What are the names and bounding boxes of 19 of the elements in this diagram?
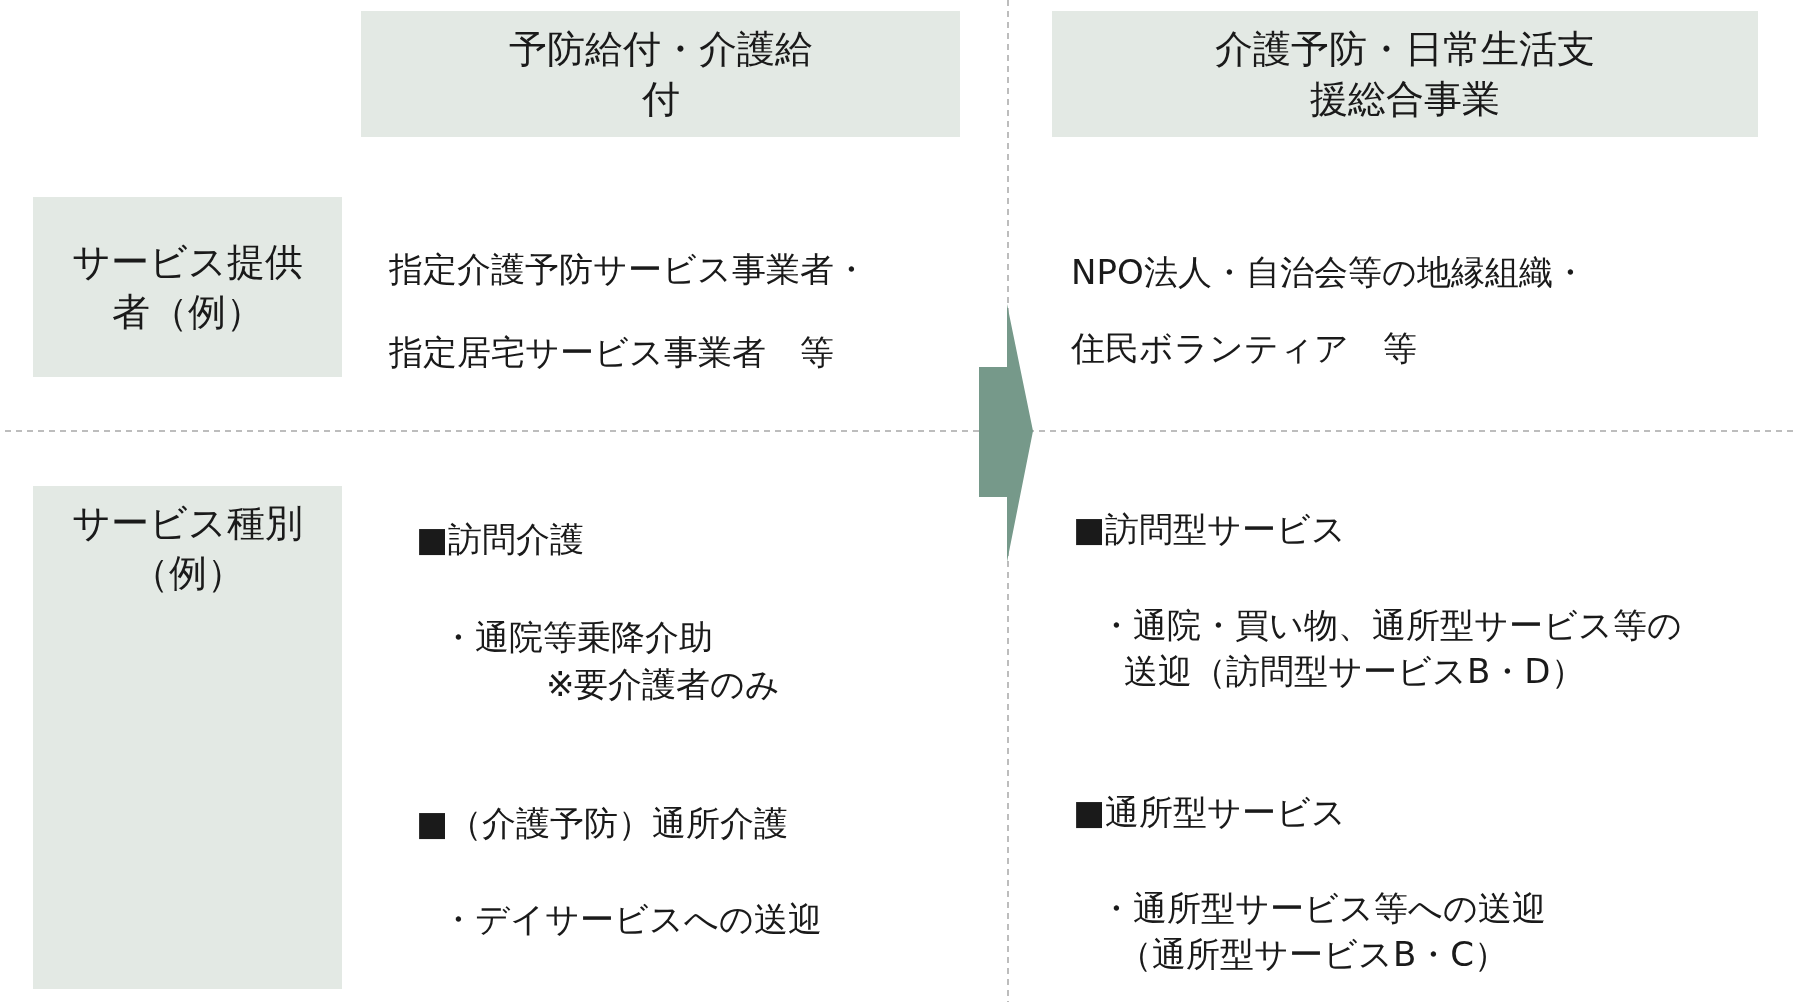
service-item: ・通院・買い物、通所型サービス等の送迎（訪問型サービスB・D） <box>1099 604 1683 693</box>
service-item: ・通所型サービス等への送迎（通所型サービスB・C） <box>1099 887 1547 976</box>
provider-text: NPO法人・自治会等の地縁組織・住民ボランティア 等 <box>1071 251 1588 370</box>
column-header <box>361 11 960 137</box>
provider-text: 指定介護予防サービス事業者・指定居宅サービス事業者 等 <box>389 248 869 374</box>
header-text: 予防給付・介護給付 <box>507 26 814 123</box>
service-item: ・デイサービスへの送迎 <box>441 898 822 941</box>
column-header <box>1052 11 1758 137</box>
header-text: 介護予防・日常生活支援総合事業 <box>1214 26 1596 123</box>
service-heading: ■訪問型サービス <box>1073 508 1347 551</box>
row-header <box>33 197 342 377</box>
note-text: ※要介護者のみ <box>546 663 781 706</box>
row-header <box>33 486 342 989</box>
service-heading: ■（介護予防）通所介護 <box>416 802 789 845</box>
header-text: サービス種別（例） <box>71 500 304 597</box>
service-heading: ■訪問介護 <box>416 518 585 561</box>
service-item: ・通院等乗降介助 <box>441 616 713 659</box>
service-heading: ■通所型サービス <box>1073 791 1347 834</box>
header-text: サービス提供者（例） <box>71 239 304 336</box>
